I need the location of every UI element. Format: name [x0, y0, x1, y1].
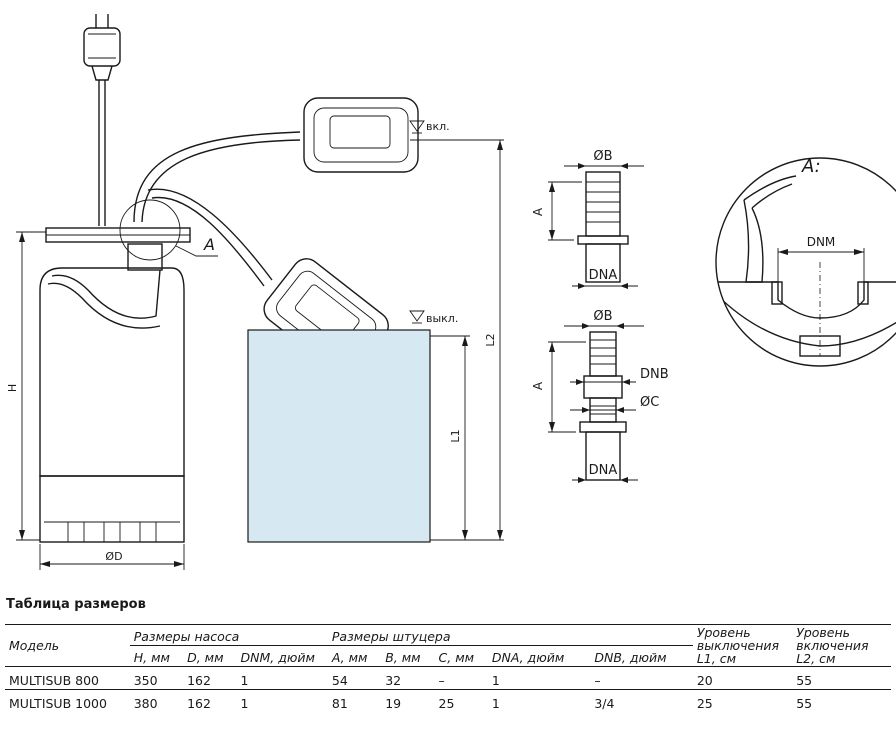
- power-plug: [83, 14, 121, 81]
- fitting2-dnb-label: DNB: [640, 367, 669, 382]
- cell-a: 81: [327, 689, 382, 712]
- float-cable-lower: [147, 188, 273, 281]
- cell-model: MULTISUB 1000: [5, 689, 130, 712]
- header-pump-group: Размеры насоса: [129, 624, 328, 646]
- dimension-h-label: H: [6, 384, 19, 392]
- header-b: B, мм: [381, 645, 435, 667]
- dimension-l2: L2: [484, 140, 503, 540]
- switch-on-label: вкл.: [426, 120, 450, 133]
- table-row: MULTISUB 1000 380 162 1 81 19 25 1 3/4 2…: [5, 689, 891, 712]
- cell-d: 162: [183, 666, 237, 690]
- header-d: D, мм: [183, 645, 237, 667]
- dimensions-table: Модель Размеры насоса Размеры штуцера Ур…: [5, 624, 891, 712]
- fitting1-dna-label: DNA: [589, 268, 618, 283]
- fitting2-a-label: A: [531, 381, 545, 390]
- float-switch-upper: [303, 97, 419, 173]
- detail-a-ref-label: A: [203, 235, 215, 254]
- header-model: Модель: [5, 624, 130, 667]
- switch-off-label: выкл.: [426, 312, 458, 325]
- dimension-l2-label: L2: [484, 333, 497, 346]
- cell-c: 25: [434, 689, 488, 712]
- cell-l1: 20: [692, 666, 793, 690]
- fitting2-dna-label: DNA: [589, 463, 618, 478]
- power-cable: [98, 80, 106, 226]
- cell-l2: 55: [792, 666, 891, 690]
- dimension-d-label: ØD: [105, 550, 122, 563]
- detail-a-marker: A: [119, 199, 218, 261]
- cell-l2: 55: [792, 689, 891, 712]
- header-dnm: DNM, дюйм: [236, 645, 328, 667]
- cell-a: 54: [327, 666, 382, 690]
- cell-model: MULTISUB 800: [5, 666, 130, 690]
- cell-b: 19: [381, 689, 435, 712]
- header-a: A, мм: [327, 645, 382, 667]
- cell-dnm: 1: [236, 666, 328, 690]
- header-c: C, мм: [434, 645, 488, 667]
- dimension-l1-label: L1: [449, 429, 462, 442]
- table-header-row: Модель Размеры насоса Размеры штуцера Ур…: [5, 624, 891, 667]
- switch-on-level: вкл.: [409, 120, 504, 141]
- header-fitting-group: Размеры штуцера: [327, 624, 693, 646]
- cell-d: 162: [183, 689, 237, 712]
- cell-h: 350: [129, 666, 184, 690]
- cell-dna: 1: [487, 689, 591, 712]
- fitting2-b-label: ØB: [593, 309, 612, 324]
- cell-dnb: –: [590, 666, 693, 690]
- pump-body: [39, 227, 191, 543]
- detail-a-view: DNM: [715, 157, 896, 367]
- cell-dna: 1: [487, 666, 591, 690]
- switch-off-level: выкл.: [409, 310, 458, 325]
- table-row: MULTISUB 800 350 162 1 54 32 – 1 – 20 55: [5, 666, 891, 690]
- water-tank: [247, 329, 431, 543]
- dimension-d: ØD: [39, 544, 185, 570]
- header-h: H, мм: [129, 645, 184, 667]
- cell-l1: 25: [692, 689, 793, 712]
- cell-c: –: [434, 666, 488, 690]
- fitting1-a-label: A: [531, 207, 545, 216]
- cell-dnb: 3/4: [590, 689, 693, 712]
- detail-a-dnm-label: DNM: [807, 235, 836, 249]
- fitting1-b-label: ØB: [593, 149, 612, 164]
- cell-b: 32: [381, 666, 435, 690]
- table-title: Таблица размеров: [6, 597, 146, 612]
- float-cable-upper: [133, 131, 301, 223]
- cell-dnm: 1: [236, 689, 328, 712]
- header-dna: DNA, дюйм: [487, 645, 591, 667]
- fitting-double: ØB A DNB ØC DNA: [531, 309, 669, 483]
- dimension-l1: L1: [430, 335, 504, 541]
- dimension-h: H: [6, 231, 46, 541]
- pump-technical-drawing: A вкл. выкл. H: [6, 14, 896, 570]
- cell-h: 380: [129, 689, 184, 712]
- fitting2-c-label: ØC: [640, 395, 659, 410]
- detail-a-title: A:: [801, 156, 821, 177]
- header-dnb: DNB, дюйм: [590, 645, 693, 667]
- fitting-single: ØB A DNA: [531, 149, 644, 289]
